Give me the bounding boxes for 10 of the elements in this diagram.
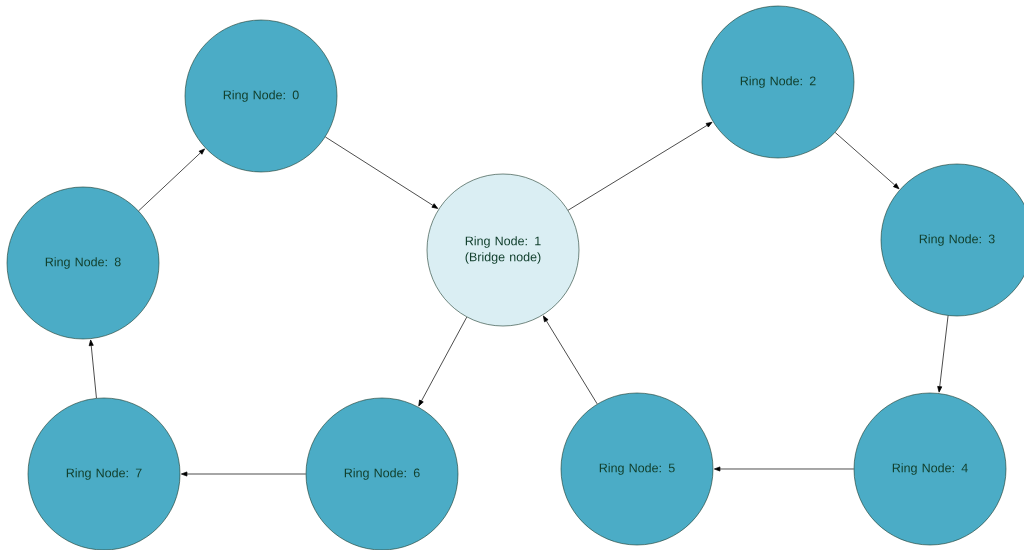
arrow <box>88 339 97 399</box>
arrow <box>418 316 468 407</box>
arrow <box>567 121 713 211</box>
arrow <box>714 466 855 472</box>
arrow <box>181 471 307 477</box>
arrow <box>325 136 439 209</box>
arrow <box>834 132 900 190</box>
arrow <box>138 148 205 212</box>
arrow <box>543 315 598 405</box>
arrow <box>937 315 949 393</box>
